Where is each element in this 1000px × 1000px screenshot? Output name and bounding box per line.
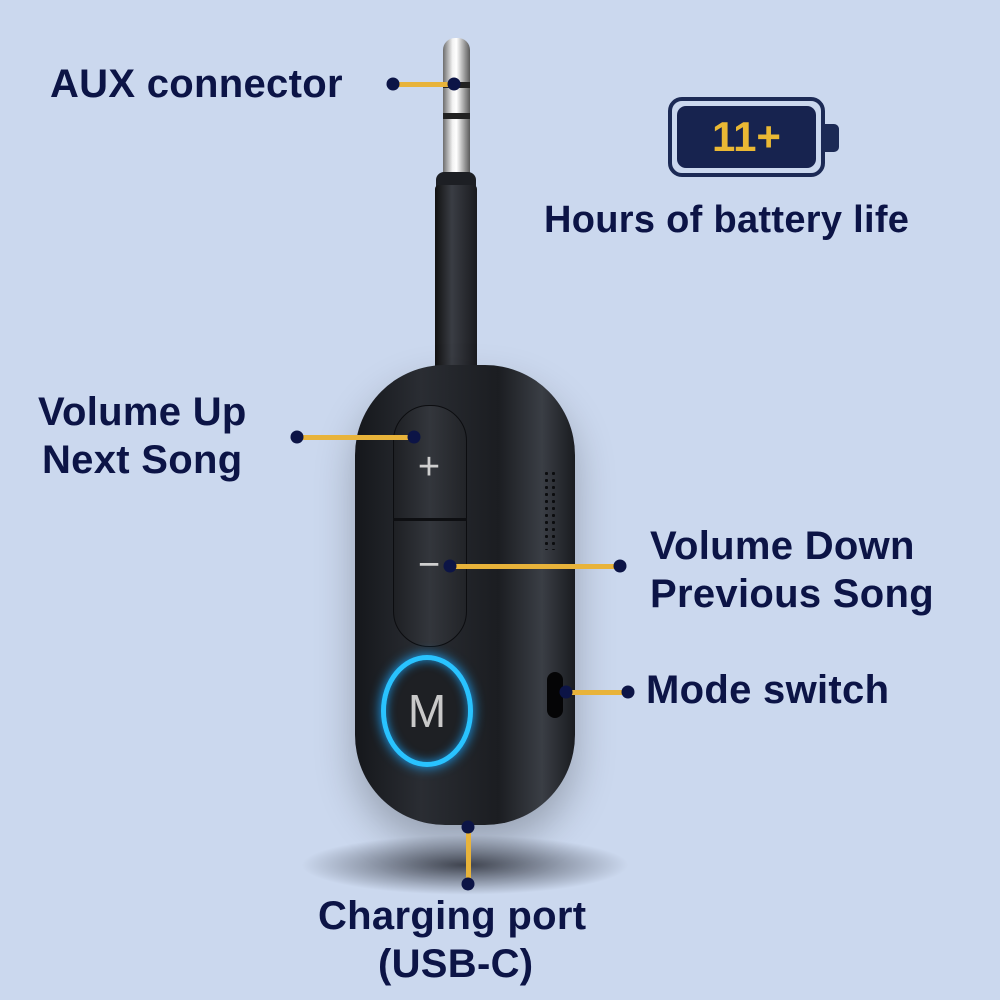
aux-plug-ring (443, 113, 470, 119)
volume-down-leader-dot (443, 559, 457, 573)
aux-leader-line (393, 82, 453, 87)
aux-connector-label: AUX connector (50, 62, 343, 106)
battery-icon: 11+ (668, 97, 825, 177)
mode-button-glyph: M (407, 685, 447, 737)
mode-switch-leader-dot (621, 685, 635, 699)
aux-plug-stem (435, 185, 477, 375)
mode-switch-leader-line (566, 690, 628, 695)
battery-badge-text: 11+ (677, 106, 816, 168)
charging-port-label: Charging port (318, 894, 587, 938)
aux-plug-collar (436, 172, 476, 188)
charging-leader-dot (461, 820, 475, 834)
volume-down-label: Volume Down (650, 524, 915, 568)
mode-button: M (381, 655, 473, 767)
volume-up-label: Volume Up (38, 390, 247, 434)
aux-leader-dot (447, 77, 461, 91)
plus-icon: + (417, 446, 441, 488)
charging-leader-dot (461, 877, 475, 891)
charging-leader-line (466, 827, 471, 885)
volume-down-leader-dot (613, 559, 627, 573)
previous-song-label: Previous Song (650, 572, 934, 616)
volume-down-leader-line (450, 564, 620, 569)
mode-switch-label: Mode switch (646, 668, 890, 712)
minus-icon: − (417, 544, 441, 586)
volume-up-leader-line (297, 435, 415, 440)
usb-c-label: (USB-C) (378, 942, 534, 986)
aux-plug-tip (443, 38, 470, 178)
volume-up-leader-dot (407, 430, 421, 444)
rocker-divider (393, 518, 467, 521)
battery-cap (825, 124, 839, 152)
volume-up-leader-dot (290, 430, 304, 444)
mode-switch-slot (547, 672, 563, 718)
speaker-grille (543, 470, 557, 550)
volume-rocker (393, 405, 467, 647)
aux-leader-dot (386, 77, 400, 91)
battery-caption: Hours of battery life (544, 199, 910, 241)
next-song-label: Next Song (42, 438, 243, 482)
mode-switch-leader-dot (559, 685, 573, 699)
